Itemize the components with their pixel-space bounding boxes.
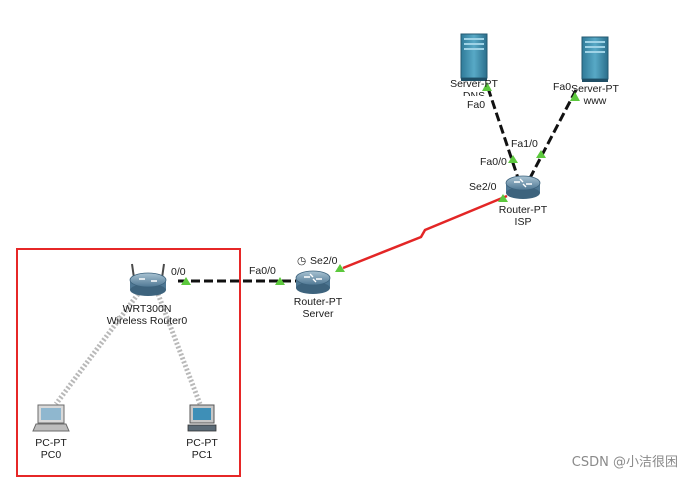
port-label-isp-se2-0: Se2/0 — [469, 181, 497, 193]
port-label-isp-fa1-0: Fa1/0 — [511, 138, 538, 150]
port-label-www-fa0: Fa0 — [553, 81, 572, 93]
server-www-name-label: www — [583, 95, 607, 107]
wireless-router-icon[interactable] — [129, 263, 167, 296]
server-www-type-label: Server-PT — [571, 83, 619, 95]
link-wrt-pc0-wireless[interactable] — [53, 292, 141, 406]
port-up-indicator — [498, 194, 508, 202]
watermark: CSDN @小洁很困 — [571, 455, 678, 470]
port-up-indicator — [536, 150, 546, 158]
server-www-icon[interactable] — [581, 36, 609, 82]
port-label-server-se2-0: Se2/0 — [310, 255, 338, 267]
router-isp-type-label: Router-PT — [498, 204, 548, 216]
wireless-router-type-label: WRT300N — [122, 303, 172, 315]
port-up-indicator — [275, 277, 285, 285]
port-up-indicator — [508, 155, 518, 163]
router-server-name-label: Server — [302, 308, 334, 320]
wireless-router-name-label: Wireless Router0 — [106, 315, 188, 327]
server-dns-name-label: DNS — [462, 90, 486, 96]
port-up-indicator — [181, 277, 191, 285]
port-indicators — [181, 82, 580, 285]
router-server-icon[interactable] — [295, 270, 331, 294]
link-isp-server-serial[interactable] — [342, 194, 508, 270]
selection-rectangle — [16, 248, 241, 477]
port-up-indicator — [570, 92, 580, 101]
pc0-name-label: PC0 — [40, 449, 62, 461]
router-server-type-label: Router-PT — [293, 296, 343, 308]
port-up-indicator — [335, 264, 345, 272]
pc1-type-label: PC-PT — [186, 437, 218, 449]
server-dns-icon[interactable] — [460, 33, 488, 81]
port-label-isp-fa0-0: Fa0/0 — [480, 156, 507, 168]
port-label-dns-fa0: Fa0 — [467, 99, 486, 111]
pc0-type-label: PC-PT — [35, 437, 67, 449]
server-dns-type-label: Server-PT — [450, 78, 498, 90]
pc1-name-label: PC1 — [191, 449, 213, 461]
router-isp-name-label: ISP — [514, 216, 532, 228]
port-label-server-fa0-0: Fa0/0 — [249, 265, 276, 277]
router-isp-icon[interactable] — [505, 175, 541, 199]
clock-icon: ◷ — [297, 255, 307, 267]
port-up-indicator — [482, 82, 492, 91]
link-www-isp[interactable] — [528, 89, 578, 179]
port-label-wrt-0-0: 0/0 — [171, 266, 186, 278]
pc0-icon[interactable] — [32, 404, 70, 432]
pc1-icon[interactable] — [187, 404, 217, 432]
